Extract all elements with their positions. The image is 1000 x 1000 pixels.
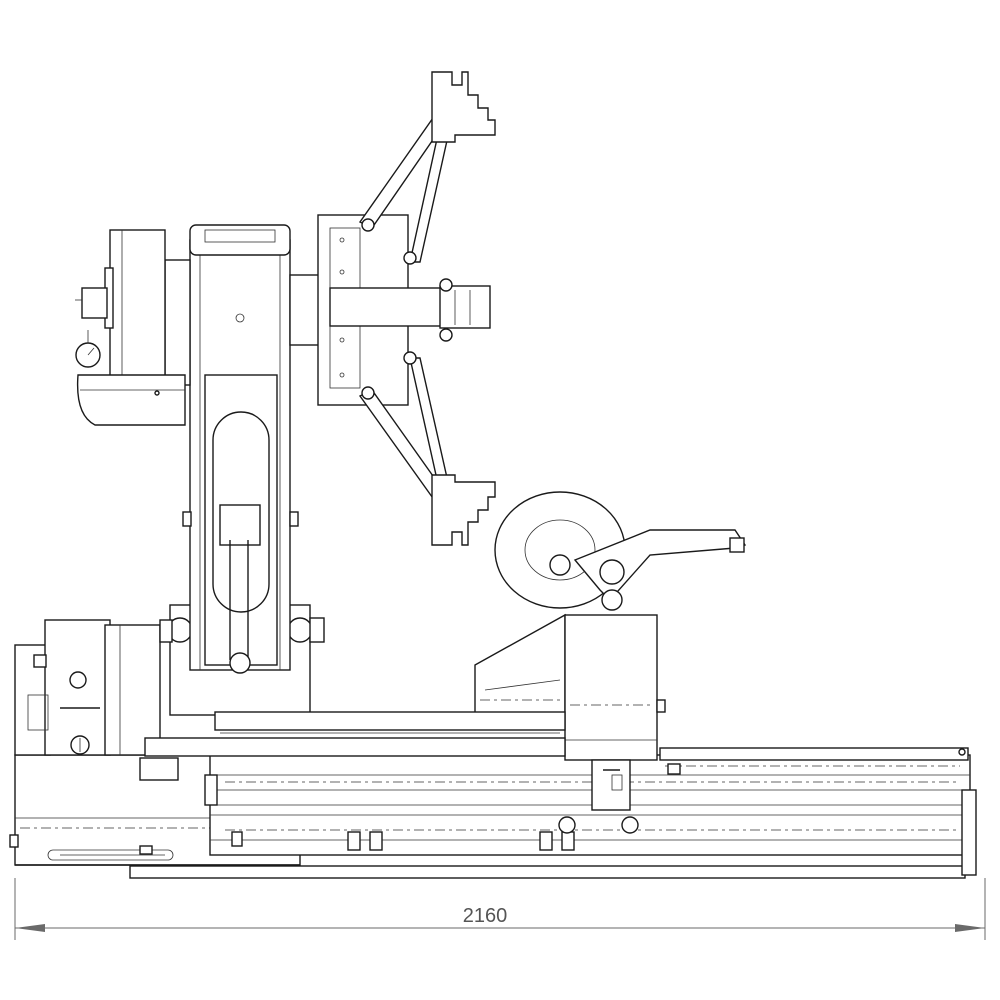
slide-rail xyxy=(209,747,977,876)
platform xyxy=(139,711,566,806)
dimension-arrow-right xyxy=(955,924,985,932)
gearbox-motor xyxy=(14,619,161,756)
bead-breaker-disc xyxy=(494,491,747,611)
sliding-carriage xyxy=(474,613,681,811)
dimension-value: 2160 xyxy=(463,905,508,927)
rail-bolts xyxy=(231,816,639,851)
overall-length-dimension: 2160 xyxy=(14,878,986,940)
head-unit xyxy=(75,229,186,426)
vertical-column xyxy=(159,224,325,716)
chuck-assembly xyxy=(317,71,496,546)
dimension-arrow-left xyxy=(15,924,45,932)
